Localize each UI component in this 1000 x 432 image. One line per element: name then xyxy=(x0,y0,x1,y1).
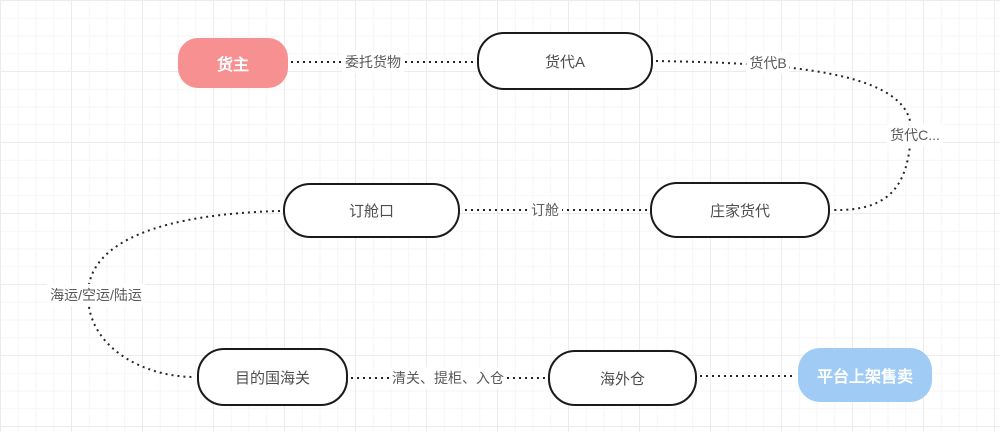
node-platform-listing[interactable]: 平台上架售卖 xyxy=(798,348,932,402)
edge-label-booking[interactable]: 订舱 xyxy=(528,199,562,221)
edge-label-forwarder-b[interactable]: 货代B xyxy=(746,52,790,74)
node-destination-customs[interactable]: 目的国海关 xyxy=(197,348,348,406)
edge-label-clearance-pickup-warehousing[interactable]: 清关、提柜、入仓 xyxy=(389,367,507,389)
node-cargo-owner[interactable]: 货主 xyxy=(178,38,288,88)
edge-label-forwarder-c[interactable]: 货代C... xyxy=(887,124,943,146)
edge-label-sea-air-land-transport[interactable]: 海运/空运/陆运 xyxy=(47,284,145,306)
node-booking-port[interactable]: 订舱口 xyxy=(283,183,460,238)
node-master-forwarder[interactable]: 庄家货代 xyxy=(650,182,830,238)
node-overseas-warehouse[interactable]: 海外仓 xyxy=(548,350,697,406)
connector-forwarder-a-to-master-forwarder[interactable] xyxy=(655,60,913,212)
node-forwarder-a[interactable]: 货代A xyxy=(477,32,653,90)
edge-label-entrust-goods[interactable]: 委托货物 xyxy=(342,51,404,73)
